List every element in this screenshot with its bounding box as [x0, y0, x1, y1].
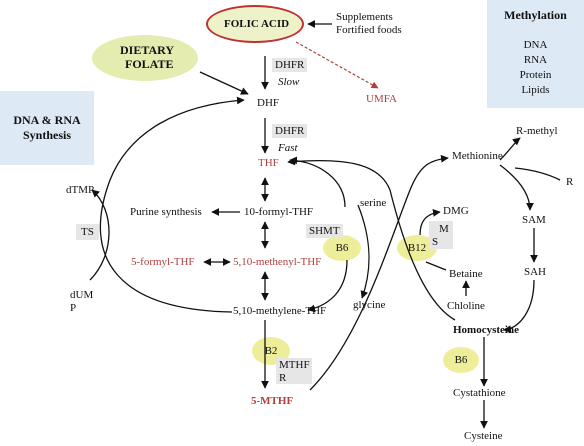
b6-shmt-cofactor: B6 — [323, 235, 361, 261]
arrow-to-dmg — [419, 209, 441, 236]
dmg-label: DMG — [443, 205, 469, 217]
methylation-panel: Methylation DNA RNA Protein Lipids — [487, 0, 584, 108]
arc-methylene-to-dhf — [99, 96, 245, 313]
folic-acid-ellipse — [206, 5, 304, 43]
cystathione-label: Cystathione — [453, 387, 506, 399]
r-methyl-label: R-methyl — [516, 125, 558, 137]
dump-label-line2: P — [70, 302, 77, 314]
ms-enzyme: M S — [429, 221, 453, 249]
5-mthf-label: 5-MTHF — [251, 395, 294, 407]
dump-label-line1: dUM — [70, 289, 94, 301]
fortified-foods-label: Fortified foods — [336, 24, 402, 36]
arrow-methionine-sam — [499, 164, 534, 211]
dietary-folate-line2: FOLATE — [125, 57, 174, 71]
ts-enzyme: TS — [76, 224, 99, 240]
dhfr-fast-enzyme: DHFR — [272, 124, 308, 138]
b6-cofactor: B6 — [443, 347, 479, 373]
ms-label-line2: S — [432, 236, 439, 248]
methenyl-thf-label: 5,10-methenyl-THF — [233, 256, 322, 268]
5-formyl-thf-label: 5-formyl-THF — [131, 256, 195, 268]
chloline-label: Chloline — [447, 300, 485, 312]
r-label: R — [566, 176, 574, 188]
purine-synthesis-label: Purine synthesis — [130, 206, 202, 218]
methylation-item-protein: Protein — [519, 69, 552, 81]
dhf-label: DHF — [257, 97, 280, 109]
dietary-folate-line1: DIETARY — [120, 43, 175, 57]
umfa-label: UMFA — [366, 93, 397, 105]
sam-label: SAM — [522, 214, 546, 226]
mthfr-label-line1: MTHF — [279, 359, 310, 371]
arc-to-thf-right — [287, 157, 456, 321]
mthfr-enzyme: MTHF R — [276, 358, 312, 384]
arrow-folic-to-umfa — [295, 41, 379, 89]
methylene-thf-label: 5,10-methylene-THF — [233, 305, 327, 317]
arrow-r-branch — [514, 167, 561, 181]
arc-dump-to-dtmp — [89, 189, 110, 281]
10-formyl-thf-label: 10-formyl-THF — [244, 206, 314, 218]
methionine-label: Methionine — [452, 150, 503, 162]
dna-rna-title-line2: Synthesis — [22, 128, 72, 142]
dhfr-slow-enzyme: DHFR — [272, 58, 308, 72]
arc-5mthf-to-methionine — [309, 154, 449, 391]
glycine-label: glycine — [353, 299, 386, 311]
arrow-dietary-to-dhf — [199, 71, 249, 95]
methylation-title: Methylation — [504, 8, 567, 22]
slow-label: Slow — [278, 76, 300, 88]
arrow-methionine-rmethyl — [499, 137, 521, 161]
dietary-folate-ellipse — [92, 35, 198, 81]
arrow-sah-homocysteine — [503, 279, 535, 333]
mthfr-label-line2: R — [279, 372, 287, 384]
dtmp-label: dTMP — [66, 184, 95, 196]
methylation-item-lipids: Lipids — [521, 84, 550, 96]
homocysteine-label: Homocysteine — [453, 324, 519, 336]
ms-label-line1: M — [439, 223, 449, 235]
cysteine-label: Cysteine — [464, 430, 503, 442]
methylation-item-dna: DNA — [523, 39, 548, 51]
dna-rna-title-line1: DNA & RNA — [13, 113, 81, 127]
curve-serine-glycine — [357, 204, 370, 299]
shmt-enzyme: SHMT — [306, 224, 343, 238]
folic-acid-label: FOLIC ACID — [224, 18, 290, 30]
fast-label: Fast — [278, 142, 298, 154]
dna-rna-synthesis-panel: DNA & RNA Synthesis — [0, 91, 94, 165]
supplements-label: Supplements — [336, 11, 393, 23]
curve-thf-serine-top — [289, 156, 346, 208]
thf-label: THF — [258, 157, 279, 169]
methylation-item-rna: RNA — [523, 54, 548, 66]
serine-label: serine — [360, 197, 387, 209]
betaine-label: Betaine — [449, 268, 483, 280]
sah-label: SAH — [524, 266, 547, 278]
arrow-betaine-in — [425, 261, 447, 271]
curve-methylene-from-shmt — [307, 259, 348, 313]
